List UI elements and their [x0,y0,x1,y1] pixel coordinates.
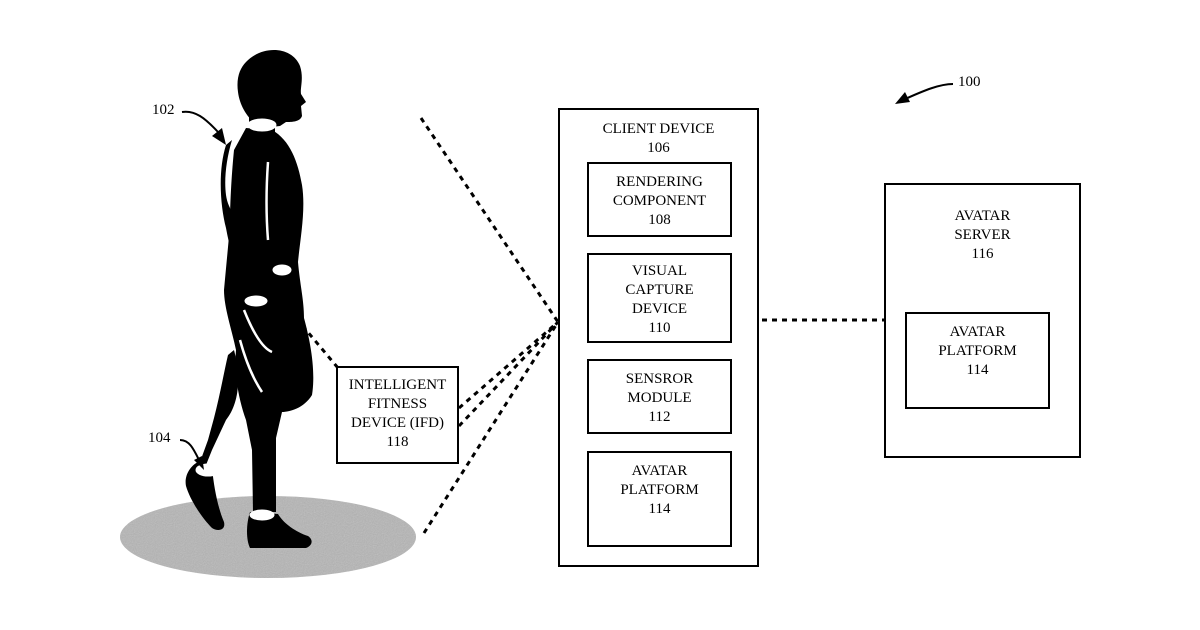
client-device-title: CLIENT DEVICE 106 [560,120,757,158]
sensor-module-label: SENSROR MODULE 112 [589,370,730,427]
ref-label-104: 104 [148,430,171,447]
visual-capture-device-label: VISUAL CAPTURE DEVICE 110 [589,262,730,338]
client-avatar-platform-label: AVATAR PLATFORM 114 [589,462,730,519]
sensor-module-box: SENSROR MODULE 112 [587,359,732,434]
ifd-box: INTELLIGENT FITNESS DEVICE (IFD) 118 [336,366,459,464]
visual-capture-device-box: VISUAL CAPTURE DEVICE 110 [587,253,732,343]
server-avatar-platform-label: AVATAR PLATFORM 114 [907,323,1048,380]
ref-label-102: 102 [152,102,175,119]
ref-arrow-102 [182,112,218,132]
ifd-label: INTELLIGENT FITNESS DEVICE (IFD) 118 [338,376,457,452]
client-avatar-platform-box: AVATAR PLATFORM 114 [587,451,732,547]
rendering-component-label: RENDERING COMPONENT 108 [589,173,730,230]
ref-arrow-100 [903,84,953,100]
avatar-server-title: AVATAR SERVER 116 [886,207,1079,264]
ref-label-100: 100 [958,74,981,91]
rendering-component-box: RENDERING COMPONENT 108 [587,162,732,237]
server-avatar-platform-box: AVATAR PLATFORM 114 [905,312,1050,409]
